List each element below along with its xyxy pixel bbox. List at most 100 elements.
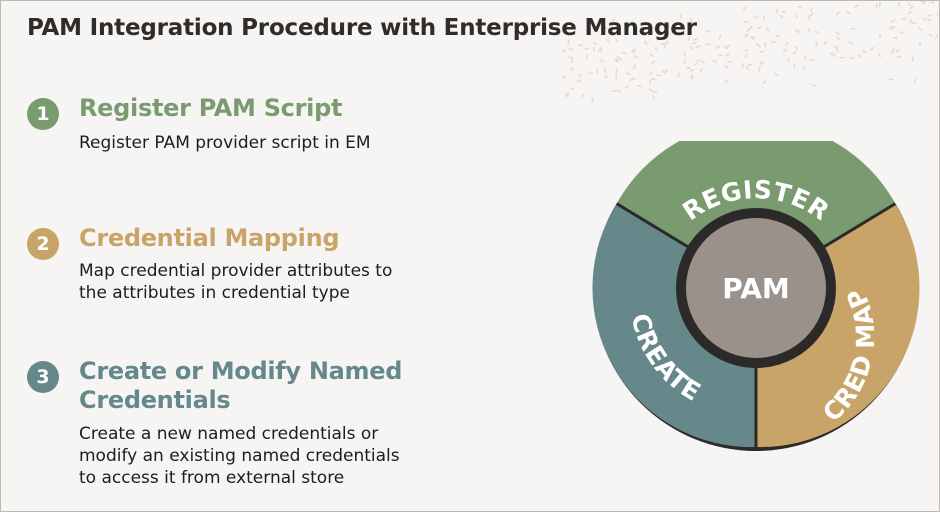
pattern-mark (718, 54, 724, 57)
pattern-mark (603, 75, 609, 78)
pattern-mark (724, 79, 728, 84)
pattern-mark (564, 92, 570, 96)
pattern-mark (571, 58, 573, 64)
center-label: PAM (722, 272, 789, 305)
pattern-mark (611, 18, 615, 24)
pattern-mark (699, 68, 704, 73)
pattern-mark (766, 26, 769, 32)
step-1-description: Register PAM provider script in EM (79, 132, 371, 154)
pattern-mark (870, 46, 875, 51)
pattern-mark (815, 41, 818, 47)
pattern-mark (928, 33, 933, 37)
pattern-mark (808, 27, 811, 34)
pattern-mark (655, 74, 662, 77)
pattern-mark (758, 66, 761, 72)
pattern-mark (599, 58, 604, 63)
pattern-mark (763, 15, 766, 21)
pattern-mark (654, 46, 658, 52)
pattern-mark (918, 41, 922, 47)
step-3-description-line: modify an existing named credentials (79, 446, 400, 466)
pattern-mark (890, 19, 896, 23)
pattern-mark (830, 54, 836, 57)
pattern-mark (846, 10, 851, 15)
pattern-mark (907, 2, 912, 7)
pattern-mark (596, 69, 598, 75)
pattern-mark (743, 21, 749, 24)
pattern-mark (712, 59, 717, 63)
pattern-mark (823, 41, 828, 45)
pattern-mark (632, 48, 637, 53)
pattern-mark (615, 68, 618, 74)
pattern-mark (741, 62, 745, 68)
pattern-mark (896, 55, 902, 58)
pattern-mark (750, 36, 756, 39)
pattern-mark (836, 35, 840, 40)
pattern-mark (624, 85, 629, 89)
pattern-mark (617, 89, 622, 94)
pattern-mark (770, 41, 776, 44)
step-1-title: Register PAM Script (79, 94, 343, 122)
pattern-mark (592, 41, 598, 45)
pattern-mark (648, 71, 653, 76)
step-3-description: Create a new named credentials or modify… (79, 423, 400, 489)
pattern-mark (618, 56, 623, 61)
pattern-mark (683, 51, 686, 57)
pattern-mark (776, 8, 778, 14)
pattern-mark (570, 66, 574, 71)
pattern-mark (578, 44, 584, 47)
pattern-mark (899, 31, 904, 35)
pam-cycle-diagram: PAM REGISTER CRED MAP CREATE (592, 141, 920, 451)
pattern-mark (911, 56, 914, 62)
pattern-mark (898, 2, 900, 8)
pattern-mark (875, 3, 878, 9)
pattern-mark (615, 38, 619, 43)
pattern-mark (862, 49, 867, 53)
decorative-pattern (561, 1, 939, 103)
pattern-mark (591, 97, 594, 103)
pattern-mark (677, 72, 681, 78)
pattern-mark (650, 61, 656, 64)
pattern-mark (649, 79, 652, 85)
pattern-mark (723, 45, 728, 50)
pattern-mark (811, 84, 817, 87)
pattern-mark (787, 57, 790, 63)
pattern-mark (705, 29, 712, 33)
pattern-mark (692, 38, 698, 41)
pattern-mark (901, 17, 907, 20)
pattern-mark (561, 75, 566, 79)
pattern-mark (615, 74, 618, 80)
pattern-mark (927, 14, 933, 17)
pattern-mark (909, 6, 914, 10)
pattern-mark (680, 33, 686, 36)
pattern-mark (743, 33, 749, 37)
pattern-mark (701, 60, 706, 65)
pattern-mark (725, 53, 730, 57)
pattern-mark (726, 60, 732, 64)
pattern-mark (923, 17, 927, 22)
pattern-mark (625, 72, 631, 76)
pattern-mark (848, 41, 854, 45)
pattern-mark (810, 7, 813, 13)
pattern-mark (644, 40, 648, 46)
pattern-mark (689, 69, 695, 72)
step-1-number-badge: 1 (27, 98, 59, 130)
pattern-mark (923, 1, 926, 5)
pattern-mark (605, 38, 610, 43)
pattern-mark (695, 45, 701, 48)
pattern-mark (802, 65, 806, 70)
pattern-mark (661, 70, 666, 74)
pattern-mark (795, 12, 798, 18)
pattern-mark (889, 27, 894, 31)
pattern-mark (854, 4, 859, 9)
pattern-mark (850, 27, 856, 30)
pattern-mark (600, 21, 606, 25)
pattern-mark (781, 11, 787, 14)
pattern-mark (690, 45, 694, 51)
pattern-mark (808, 14, 811, 20)
step-2-number-badge: 2 (27, 228, 59, 260)
pattern-mark (833, 45, 839, 49)
pattern-mark (891, 48, 896, 53)
pattern-mark (754, 15, 759, 19)
pattern-mark (679, 13, 682, 19)
pattern-mark (650, 78, 656, 81)
